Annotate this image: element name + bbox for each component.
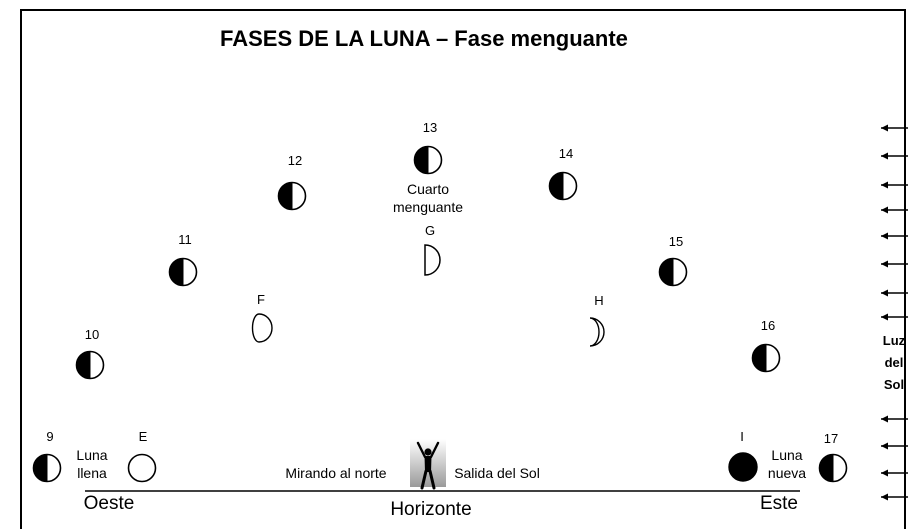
cuarto-menguante-text: Cuarto menguante <box>392 181 464 215</box>
position-label-12: 12 <box>287 153 303 168</box>
moon-12 <box>277 181 307 211</box>
position-label-13: 13 <box>422 120 438 135</box>
left-arrow-icon <box>881 415 908 423</box>
moon-i-new <box>728 452 758 482</box>
left-arrow-icon <box>881 181 908 189</box>
moon-h-crescent <box>589 317 605 347</box>
cuarto-menguante-label: Cuarto menguante <box>393 180 463 216</box>
position-label-e: E <box>138 429 148 444</box>
luna-llena-label: Luna llena <box>76 446 107 482</box>
horizonte-label: Horizonte <box>390 499 472 520</box>
moon-14 <box>548 171 578 201</box>
mirando-norte-label: Mirando al norte <box>285 465 387 481</box>
moon-10 <box>75 350 105 380</box>
left-arrow-icon <box>881 260 908 268</box>
luna-nueva-label: Luna nueva <box>768 446 806 482</box>
diagram-title: FASES DE LA LUNA – Fase menguante <box>220 26 628 51</box>
sunlight-arrows <box>881 124 908 501</box>
left-arrow-icon <box>881 232 908 240</box>
luz-del-sol-label: Luz del Sol <box>883 330 905 396</box>
position-label-h: H <box>594 293 604 308</box>
oeste-label: Oeste <box>83 493 135 514</box>
luna-llena-text: Luna llena <box>76 447 108 481</box>
left-arrow-icon <box>881 206 908 214</box>
moon-13 <box>413 145 443 175</box>
position-label-15: 15 <box>668 234 684 249</box>
left-arrow-icon <box>881 124 908 132</box>
person-arms-raised-icon <box>410 439 446 490</box>
left-arrow-icon <box>881 313 908 321</box>
position-label-16: 16 <box>760 318 776 333</box>
moon-e-full <box>127 453 157 483</box>
position-label-10: 10 <box>84 327 100 342</box>
moon-11 <box>168 257 198 287</box>
moon-9 <box>32 453 62 483</box>
salida-sol-label: Salida del Sol <box>454 465 540 481</box>
luna-nueva-text: Luna nueva <box>767 447 807 481</box>
moon-g-quarter <box>424 244 441 276</box>
moon-16 <box>751 343 781 373</box>
luz-del-sol-text: Luz del Sol <box>882 333 906 392</box>
position-label-9: 9 <box>46 429 54 444</box>
left-arrow-icon <box>881 442 908 450</box>
moon-15 <box>658 257 688 287</box>
position-label-11: 11 <box>178 232 192 247</box>
diagram-frame <box>20 9 906 529</box>
moon-17 <box>818 453 848 483</box>
position-label-17: 17 <box>823 431 839 446</box>
position-label-i: I <box>740 429 744 444</box>
position-label-14: 14 <box>558 146 574 161</box>
moon-f-gibbous <box>251 313 273 343</box>
left-arrow-icon <box>881 493 908 501</box>
position-label-g: G <box>424 223 436 238</box>
left-arrow-icon <box>881 469 908 477</box>
position-label-f: F <box>257 292 265 307</box>
left-arrow-icon <box>881 289 908 297</box>
este-label: Este <box>759 493 799 514</box>
left-arrow-icon <box>881 152 908 160</box>
